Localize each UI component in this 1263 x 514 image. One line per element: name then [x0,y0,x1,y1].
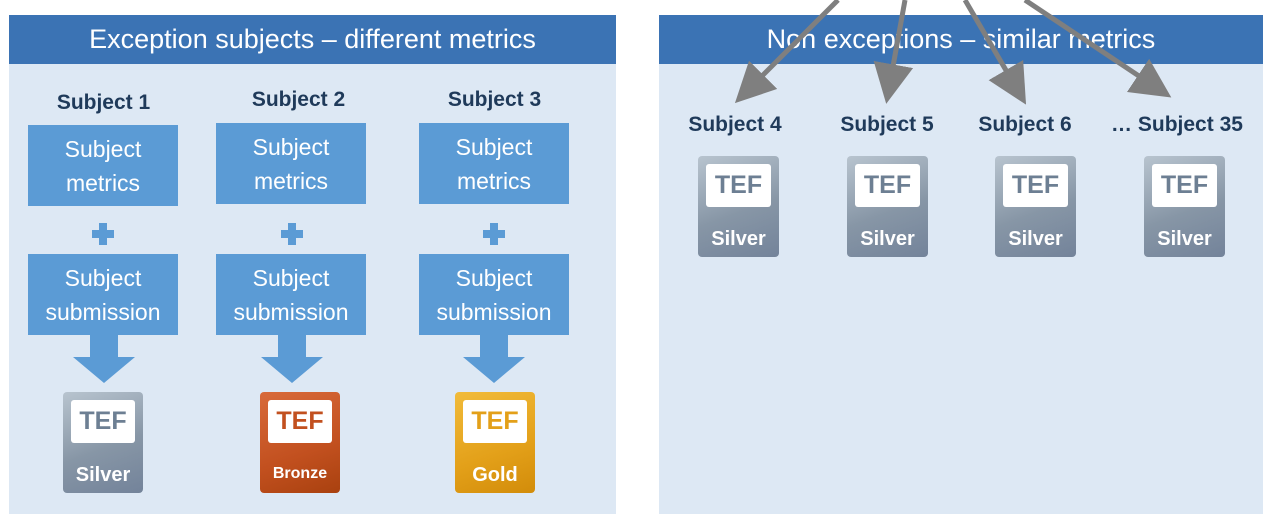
badge-level: Bronze [272,465,328,482]
tef-gold-badge: TEF Gold [455,392,535,493]
subject-6-title: Subject 6 [978,113,1072,136]
down-arrow-icon [261,335,323,383]
badge-level: Gold [472,464,518,486]
badge-level: Silver [75,464,131,486]
submission-line-2: submission [436,298,552,325]
submission-line-2: submission [233,298,349,325]
metrics-line-1: Subject [252,133,330,160]
subject-5-title: Subject 5 [840,113,934,136]
badge-level: Silver [1008,228,1063,250]
tef-silver-badge: TEF Silver [698,156,779,257]
plus-icon [483,223,505,245]
metrics-line-2: metrics [253,167,329,194]
plus-icon [281,223,303,245]
submission-line-1: Subject [64,264,142,291]
subject-4-title: Subject 4 [688,113,782,136]
subject-2-metrics-box: Subject metrics [216,123,366,204]
left-panel-header: Exception subjects – different metrics [9,15,616,64]
subject-1-title: Subject 1 [56,91,151,114]
down-arrow-icon [73,335,135,383]
tef-silver-badge: TEF Silver [1144,156,1225,257]
badge-level: Silver [1157,228,1212,250]
subject-3-submission-box: Subject submission [419,254,569,335]
metrics-line-1: Subject [455,133,533,160]
non-exceptions-panel: Non exceptions – similar metrics Subject… [659,15,1263,514]
tef-label: TEF [71,400,135,443]
subject-35-title: … Subject 35 [1111,113,1243,136]
tef-label: TEF [1003,164,1068,207]
submission-line-1: Subject [252,264,330,291]
metrics-line-1: Subject [64,135,142,162]
subject-2-title: Subject 2 [251,88,346,111]
tef-silver-badge: TEF Silver [847,156,928,257]
subject-3-metrics-box: Subject metrics [419,123,569,204]
down-arrow-icon [463,335,525,383]
metrics-line-2: metrics [456,167,532,194]
tef-label: TEF [855,164,920,207]
badge-level: Silver [711,228,766,250]
subject-1-metrics-box: Subject metrics [28,125,178,206]
tef-silver-badge: TEF Silver [63,392,143,493]
tef-label: TEF [706,164,771,207]
tef-label: TEF [268,400,332,443]
tef-label: TEF [463,400,527,443]
badge-level: Silver [860,228,915,250]
tef-bronze-badge: TEF Bronze [260,392,340,493]
right-panel-header: Non exceptions – similar metrics [659,15,1263,64]
subject-3-title: Subject 3 [447,88,542,111]
subject-2-submission-box: Subject submission [216,254,366,335]
tef-label: TEF [1152,164,1217,207]
submission-line-1: Subject [455,264,533,291]
submission-line-2: submission [45,298,161,325]
plus-icon [92,223,114,245]
subject-1-submission-box: Subject submission [28,254,178,335]
metrics-line-2: metrics [65,169,141,196]
tef-silver-badge: TEF Silver [995,156,1076,257]
exception-subjects-panel: Exception subjects – different metrics S… [9,15,616,514]
